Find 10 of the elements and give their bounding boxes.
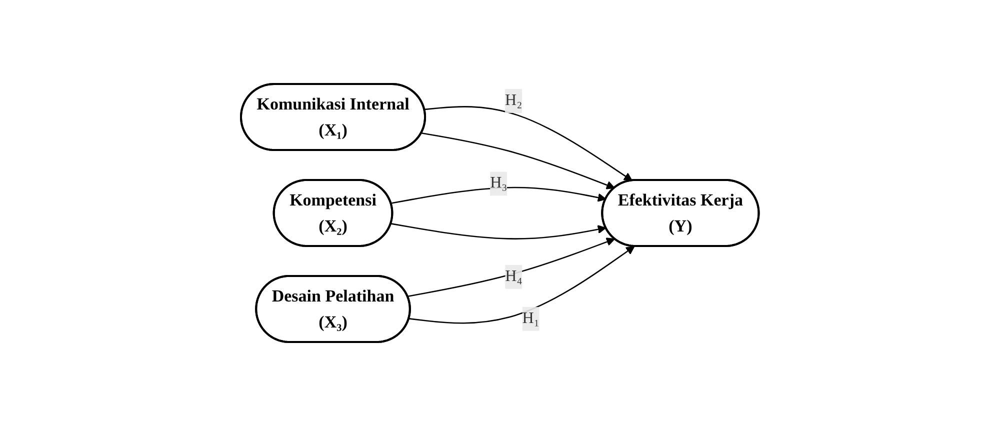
arrow xyxy=(408,246,634,324)
edge-label: H₂ xyxy=(504,92,522,109)
arrow xyxy=(424,106,632,182)
arrow xyxy=(390,186,606,204)
arrow xyxy=(390,223,606,240)
edge-label: H₁ xyxy=(522,310,540,327)
edge-label: H₃ xyxy=(490,174,507,192)
arrow xyxy=(407,238,615,297)
arrow xyxy=(421,132,615,190)
edge-label: H₄ xyxy=(504,268,522,285)
